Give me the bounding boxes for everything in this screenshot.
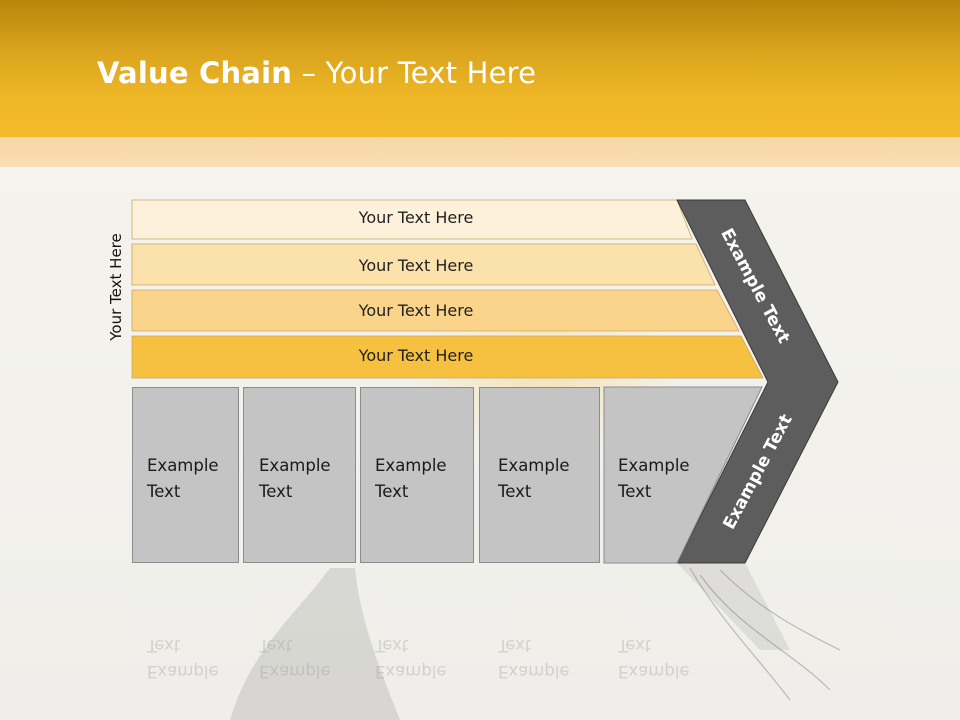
chevron-reflection (677, 563, 790, 650)
title-bold: Value Chain (97, 56, 293, 90)
band-4-label[interactable]: Your Text Here (358, 346, 474, 365)
band-2 (131, 243, 716, 286)
band-3 (131, 289, 740, 332)
slide-title[interactable]: Value Chain – Your Text Here (97, 56, 536, 90)
header-band (0, 137, 960, 167)
band-1-label[interactable]: Your Text Here (358, 208, 474, 227)
box-3 (360, 387, 474, 563)
title-rest: – Your Text Here (292, 56, 537, 90)
header-bar (0, 0, 960, 137)
chevron-gray (676, 199, 839, 564)
box-5-shape (603, 386, 763, 564)
band-2-label[interactable]: Your Text Here (358, 256, 474, 275)
band-1 (131, 199, 693, 240)
box-4 (479, 387, 600, 563)
band-4 (131, 335, 764, 379)
band-3-label[interactable]: Your Text Here (358, 301, 474, 320)
box-1 (132, 387, 239, 563)
box-2 (243, 387, 356, 563)
